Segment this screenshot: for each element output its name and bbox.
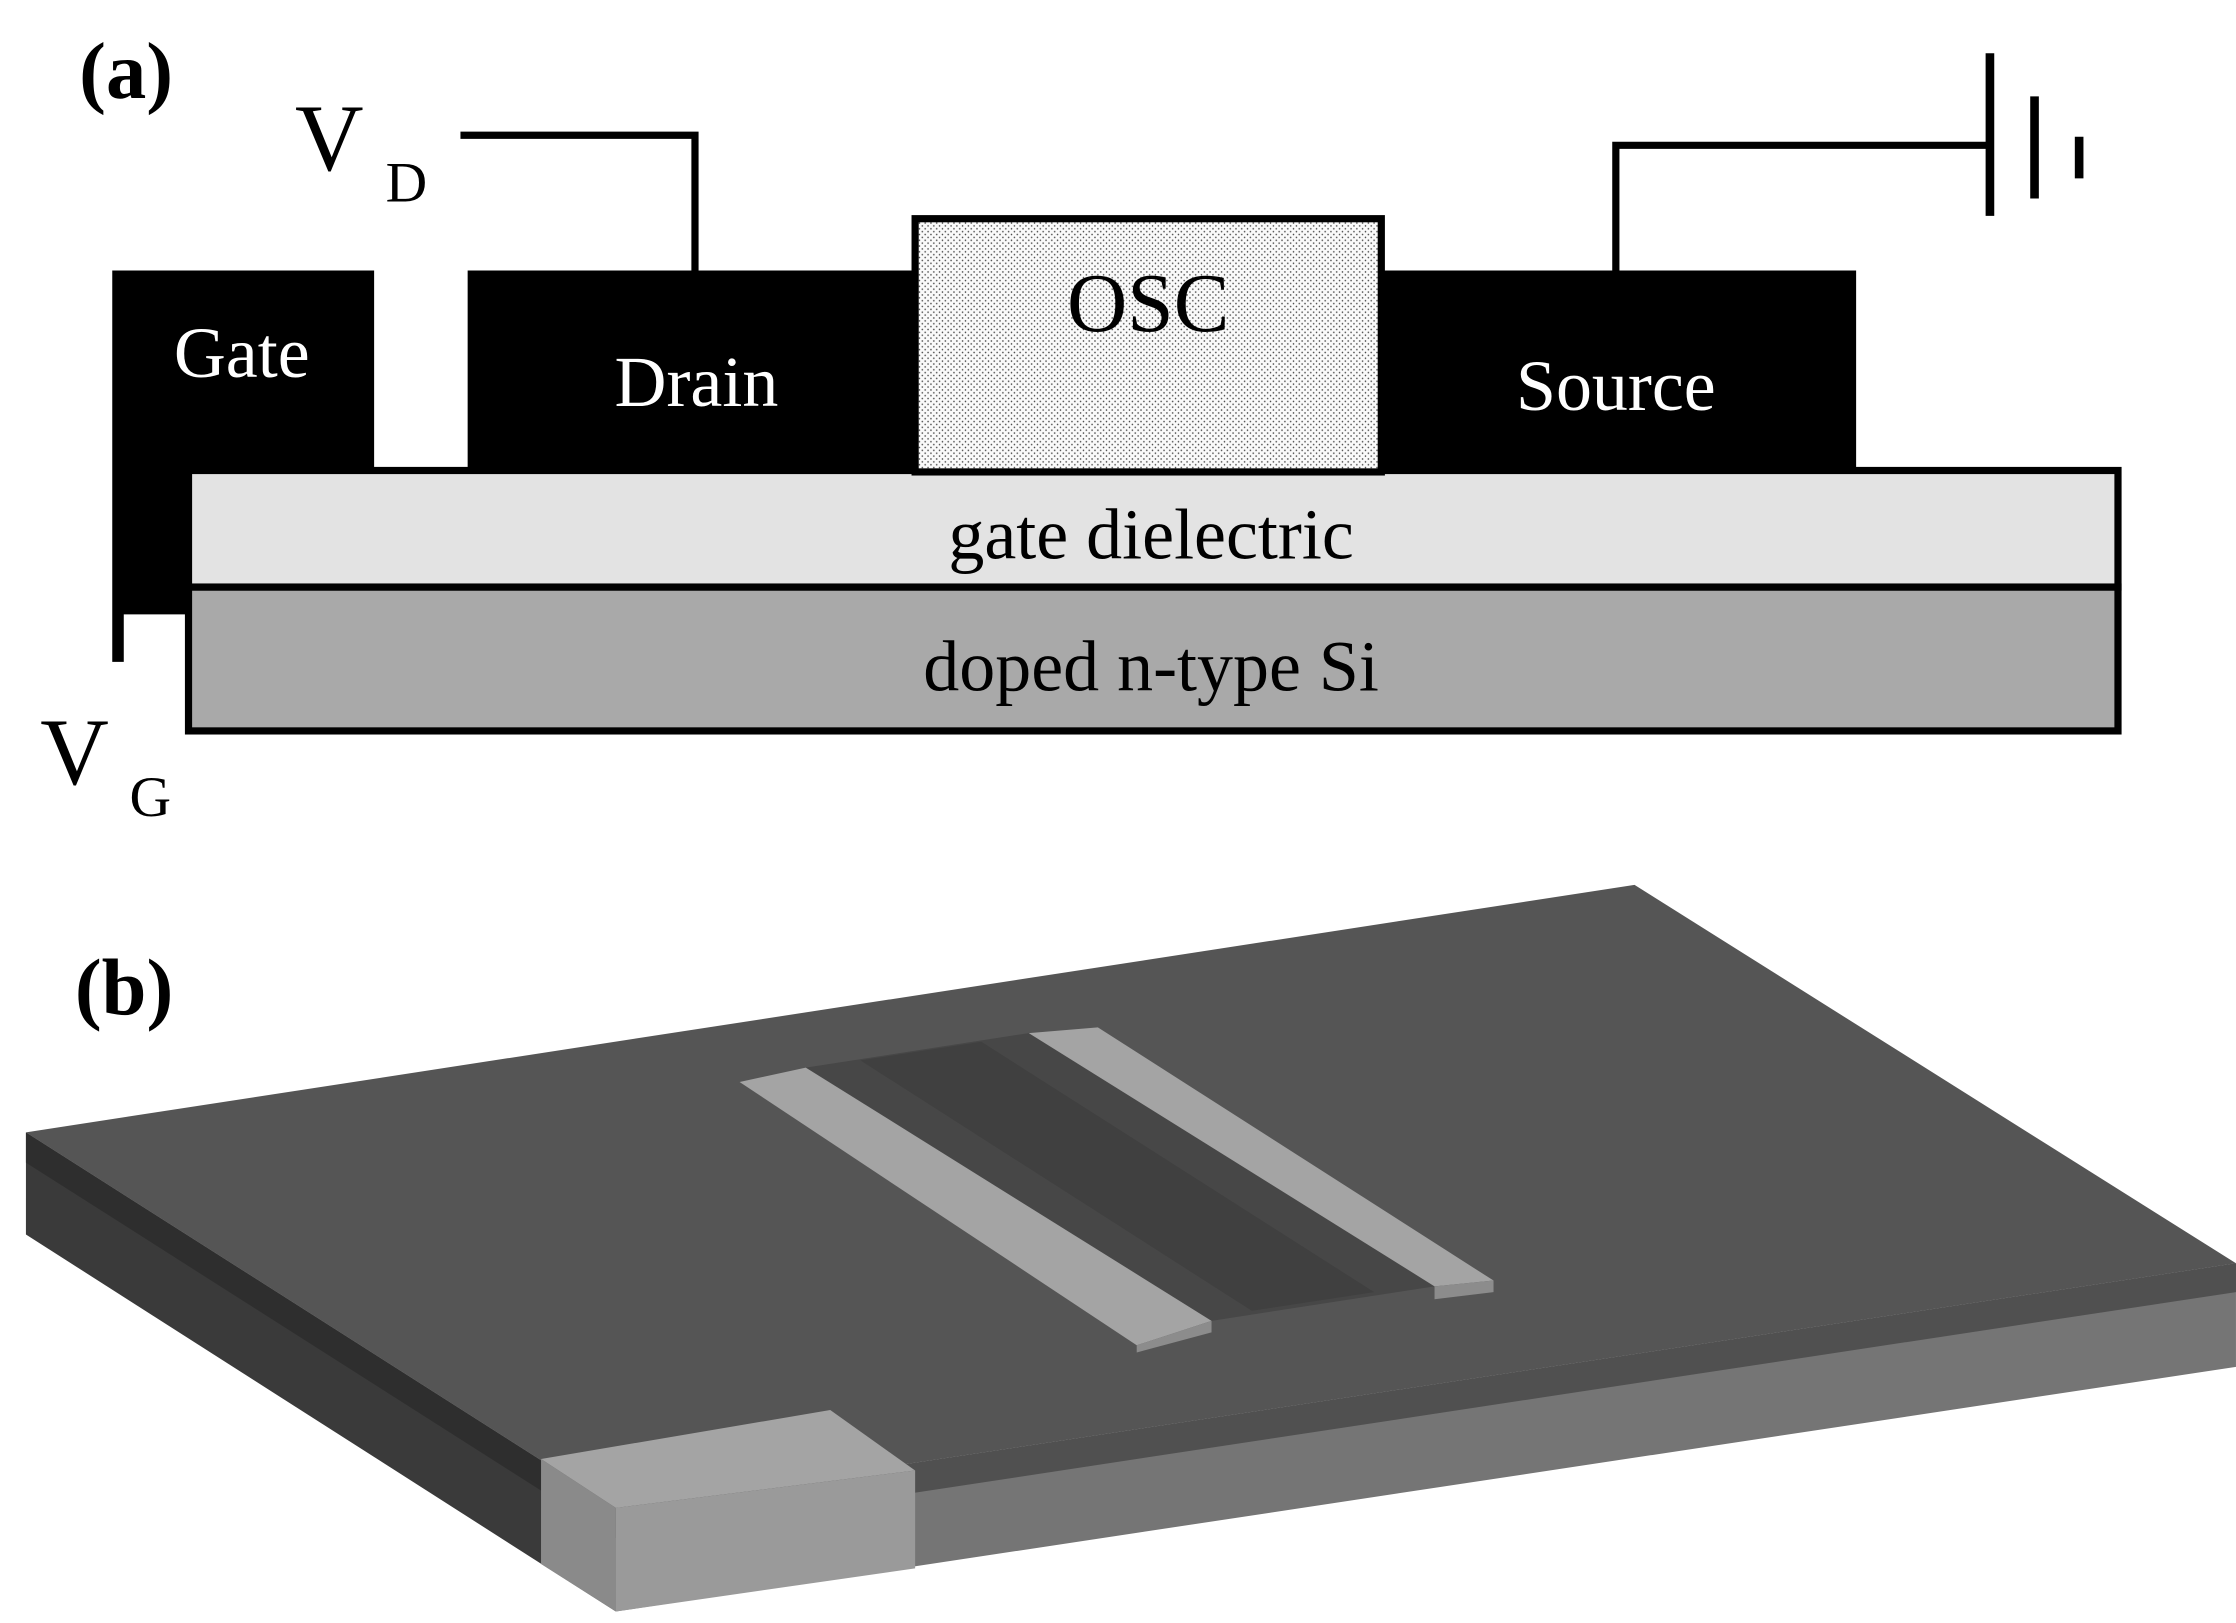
gate-contact-pad-top [541, 1410, 916, 1508]
panel-a: (a) doped n-type Si gate dielectric Gate… [40, 27, 2122, 829]
source-wire [1612, 141, 1990, 271]
vg-main: V [40, 699, 109, 805]
drain-wire [460, 131, 699, 271]
panel-b: (b) [25, 884, 2236, 1612]
osc-label: OSC [1067, 258, 1229, 350]
drain-electrode [467, 270, 921, 472]
source-strip-side [1434, 1280, 1494, 1300]
drain-strip-side [1136, 1320, 1212, 1353]
chip-left-dielectric-edge [25, 1132, 616, 1539]
gate-label: Gate [174, 313, 310, 393]
drain-strip-top [739, 1067, 1212, 1346]
gate-dielectric-layer [184, 466, 2122, 591]
panel-a-label: (a) [79, 27, 173, 116]
osc-layer [911, 215, 1385, 476]
chip-front-dielectric-edge [615, 1263, 2236, 1539]
substrate-layer [184, 583, 2122, 735]
source-label: Source [1516, 346, 1716, 426]
vg-subscript: G [130, 766, 172, 829]
panel-b-label: (b) [75, 943, 173, 1032]
source-electrode [1375, 270, 1857, 472]
drain-label: Drain [615, 342, 779, 422]
source-strip-top [1028, 1027, 1494, 1287]
ground-symbol [1985, 53, 2084, 216]
gate-dielectric-label: gate dielectric [948, 494, 1353, 574]
vd-subscript: D [386, 151, 428, 214]
channel-inner-stripe [860, 1041, 1375, 1311]
vd-main: V [295, 85, 364, 191]
substrate-label: doped n-type Si [923, 627, 1379, 707]
gate-contact-pad-front [615, 1470, 916, 1612]
gate-contact-pad-side [541, 1458, 616, 1612]
gate-electrode [112, 270, 375, 662]
